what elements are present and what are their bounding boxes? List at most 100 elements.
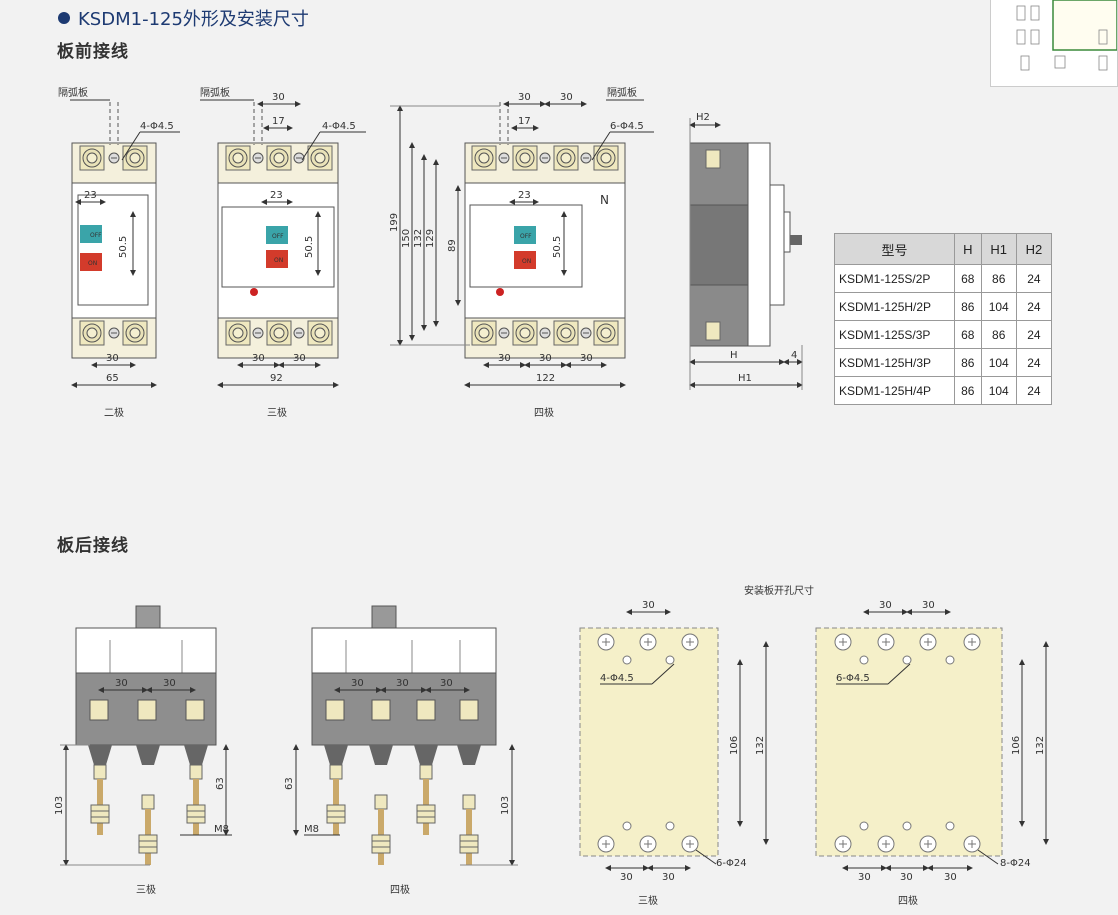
- four-pole-dim-50-5: 50.5: [552, 236, 563, 258]
- two-pole-dim-30: 30: [106, 353, 119, 364]
- four-pole-dim-30-c: 30: [498, 353, 511, 364]
- four-pole-caption: 四极: [534, 406, 554, 419]
- thumbnail-preview: [1016, 0, 1118, 71]
- four-pole-off-label: OFF: [520, 233, 532, 240]
- table-cell: 104: [980, 376, 1017, 405]
- cutout3-dim-30-a: 30: [620, 872, 633, 883]
- rear4-dim-30-a: 30: [351, 678, 364, 689]
- section-rear-title: 板后接线: [57, 536, 129, 556]
- cutout4-dim-30-c: 30: [858, 872, 871, 883]
- rear3-dim-30-b: 30: [163, 678, 176, 689]
- cutout4-dim-30-b: 30: [922, 600, 935, 611]
- cutout3-dim-30-b: 30: [662, 872, 675, 883]
- rear4-dim-103: 103: [500, 796, 511, 815]
- cutout-title: 安装板开孔尺寸: [744, 584, 814, 597]
- cutout3-dim-106: 106: [729, 736, 740, 755]
- table-cell: 68: [954, 264, 982, 293]
- rear4-m8: M8: [304, 824, 319, 835]
- rear4-dim-30-c: 30: [440, 678, 453, 689]
- two-pole-dim-23: 23: [84, 190, 97, 201]
- table-header-h2: H2: [1015, 233, 1053, 265]
- table-cell: 86: [980, 320, 1017, 349]
- cutout4-dim-106: 106: [1011, 736, 1022, 755]
- four-pole-hole-label: 6-Φ4.5: [610, 121, 644, 132]
- two-pole-dim-65: 65: [106, 373, 119, 384]
- table-header-model: 型号: [833, 233, 956, 265]
- two-pole-caption: 二极: [104, 406, 124, 419]
- drawing-three-pole-front: [200, 99, 366, 388]
- four-pole-dim-30-e: 30: [580, 353, 593, 364]
- table-cell: 86: [954, 348, 982, 377]
- side-4-label: 4: [791, 350, 797, 361]
- rear3-caption: 三极: [136, 883, 156, 896]
- cutout3-hole-24-label: 6-Φ24: [716, 858, 747, 869]
- cutout3-hole-label: 4-Φ4.5: [600, 673, 634, 684]
- table-row: KSDM1-125H/3P 86 104 24: [833, 348, 1053, 377]
- cutout4-dim-30-a: 30: [879, 600, 892, 611]
- rear4-dim-30-b: 30: [396, 678, 409, 689]
- section-front-title: 板前接线: [57, 42, 129, 62]
- rear3-dim-30-a: 30: [115, 678, 128, 689]
- four-pole-dim-199: 199: [389, 213, 400, 232]
- cutout3-dim-30-top: 30: [642, 600, 655, 611]
- four-pole-n-mark: N: [600, 193, 609, 207]
- table-cell: 24: [1015, 320, 1053, 349]
- table-cell: 104: [980, 292, 1017, 321]
- three-pole-on-label: ON: [274, 257, 283, 264]
- three-pole-dim-50-5: 50.5: [304, 236, 315, 258]
- table-header-h: H: [954, 233, 982, 265]
- dimension-table: 型号 H H1 H2 KSDM1-125S/2P 68 86 24 KSDM1-…: [833, 233, 1053, 405]
- table-cell: 24: [1015, 348, 1053, 377]
- drawing-two-pole: [70, 99, 180, 388]
- three-pole-hole-label: 4-Φ4.5: [322, 121, 356, 132]
- two-pole-off-label: OFF: [90, 232, 102, 239]
- table-cell: 86: [954, 292, 982, 321]
- three-pole-arc-label: 隔弧板: [200, 86, 230, 99]
- bullet-icon: [58, 12, 70, 24]
- cutout4-hole-24-label: 8-Φ24: [1000, 858, 1031, 869]
- four-pole-dim-30-a: 30: [518, 92, 531, 103]
- table-cell: KSDM1-125S/3P: [833, 320, 956, 349]
- side-h2-label: H2: [696, 112, 710, 123]
- rear4-dim-63: 63: [284, 777, 295, 790]
- cutout4-dim-132: 132: [1035, 736, 1046, 755]
- four-pole-dim-30-b: 30: [560, 92, 573, 103]
- four-pole-dim-23: 23: [518, 190, 531, 201]
- four-pole-dim-122: 122: [536, 373, 555, 384]
- table-cell: KSDM1-125H/4P: [833, 376, 956, 405]
- table-row: KSDM1-125H/4P 86 104 24: [833, 376, 1053, 405]
- side-h-label: H: [730, 350, 738, 361]
- four-pole-dim-150: 150: [401, 229, 412, 248]
- title-text: KSDM1-125外形及安装尺寸: [78, 9, 309, 30]
- four-pole-dim-17: 17: [518, 116, 531, 127]
- three-pole-caption: 三极: [267, 406, 287, 419]
- four-pole-dim-132: 132: [413, 229, 424, 248]
- table-cell: KSDM1-125H/3P: [833, 348, 956, 377]
- drawing-side-view: [689, 118, 803, 390]
- table-cell: 86: [980, 264, 1017, 293]
- four-pole-arc-label: 隔弧板: [607, 86, 637, 99]
- page-thumbnail[interactable]: [990, 0, 1118, 87]
- three-pole-off-label: OFF: [272, 233, 284, 240]
- drawing-four-pole-rear: [293, 605, 518, 865]
- three-pole-dim-17: 17: [272, 116, 285, 127]
- cutout4-dim-30-d: 30: [900, 872, 913, 883]
- four-pole-on-label: ON: [522, 258, 531, 265]
- rear3-dim-63: 63: [215, 777, 226, 790]
- table-header-h1: H1: [980, 233, 1017, 265]
- table-cell: 104: [980, 348, 1017, 377]
- page-title: KSDM1-125外形及安装尺寸: [58, 5, 309, 31]
- drawing-four-pole-front: [390, 99, 654, 388]
- rear3-dim-103: 103: [54, 796, 65, 815]
- table-header-row: 型号 H H1 H2: [833, 233, 1053, 265]
- four-pole-dim-89: 89: [447, 239, 458, 252]
- table-cell: 24: [1015, 376, 1053, 405]
- two-pole-on-label: ON: [88, 260, 97, 267]
- table-cell: KSDM1-125H/2P: [833, 292, 956, 321]
- cutout3-dim-132: 132: [755, 736, 766, 755]
- three-pole-dim-30-b: 30: [293, 353, 306, 364]
- table-cell: KSDM1-125S/2P: [833, 264, 956, 293]
- cutout-four-pole: [815, 609, 1049, 871]
- table-cell: 86: [954, 376, 982, 405]
